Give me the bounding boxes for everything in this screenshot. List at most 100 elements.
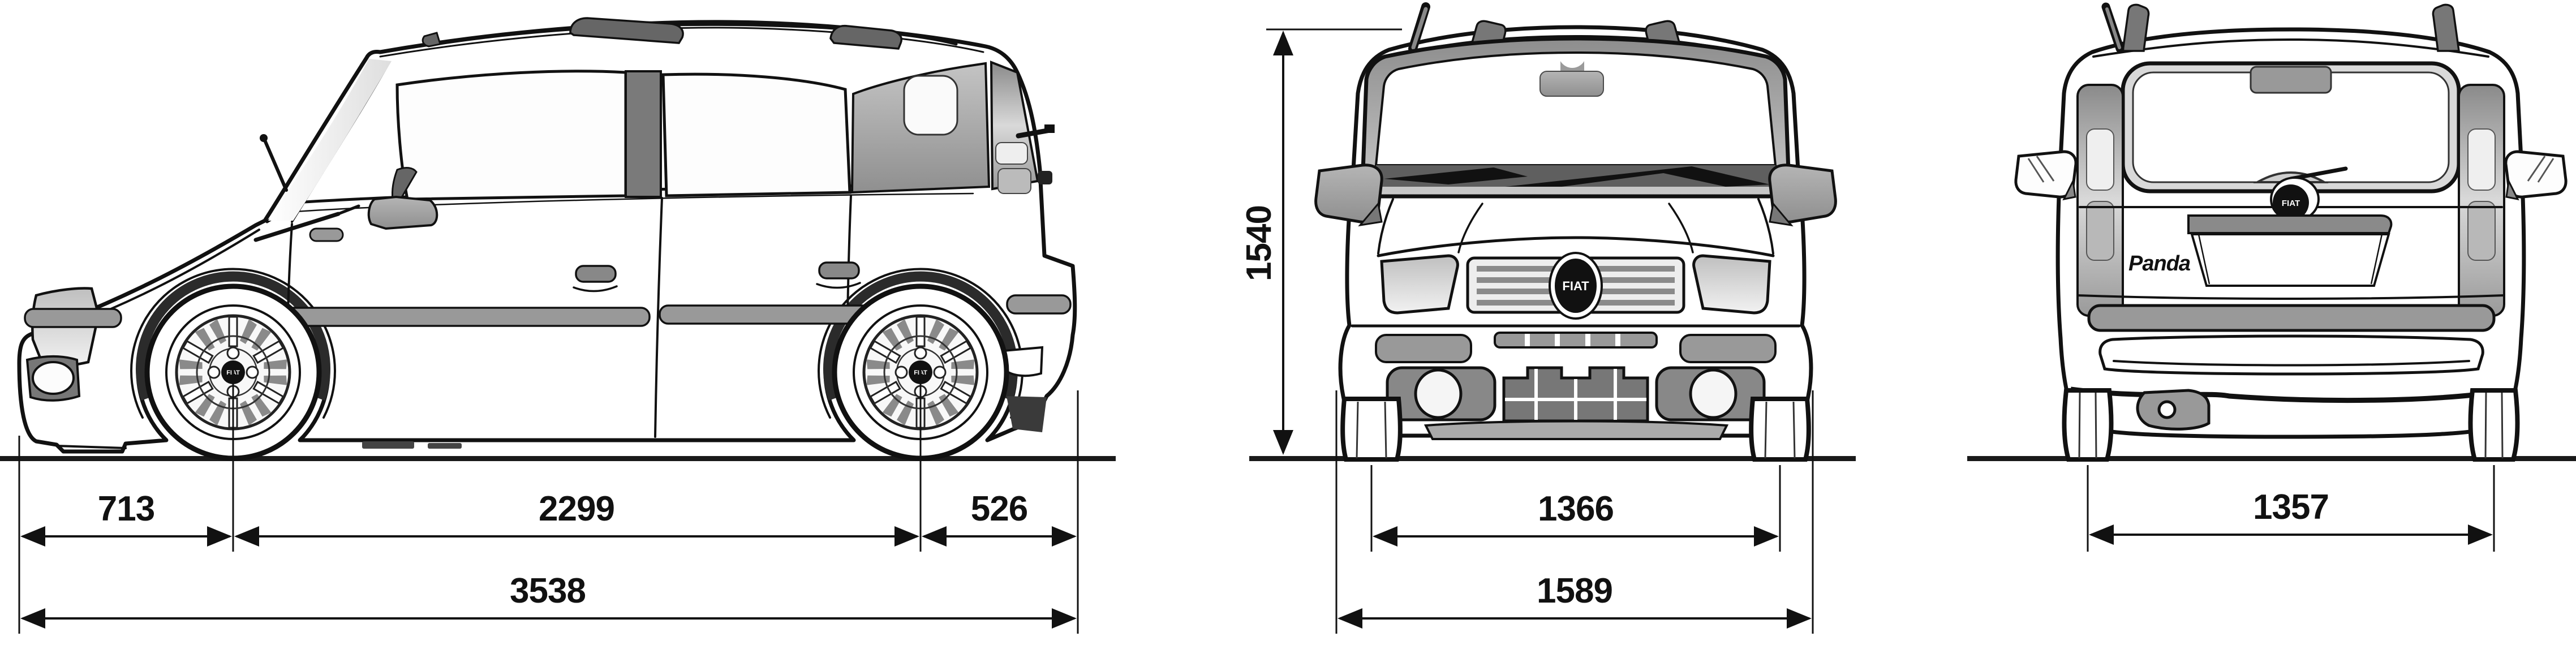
tailgate-fiat-text: FIAT bbox=[2282, 199, 2300, 208]
fog-light-side bbox=[32, 361, 75, 395]
wiper-side bbox=[253, 212, 341, 242]
dim-overall-height: 1540 bbox=[1240, 28, 1402, 455]
dim-overall-width: 1589 bbox=[1338, 571, 1812, 629]
svg-text:713: 713 bbox=[98, 489, 154, 528]
mirror-arm-left-rear bbox=[2062, 178, 2076, 201]
antenna-tip bbox=[260, 134, 268, 142]
wiper-right-front bbox=[1505, 166, 1770, 187]
mirror-arm-left bbox=[1358, 201, 1383, 227]
rear-left-tire bbox=[2065, 390, 2111, 459]
ground-line-side bbox=[0, 456, 1116, 461]
taillight-upper-lens bbox=[995, 142, 1028, 165]
b-pillar bbox=[625, 70, 662, 198]
front-door-handle bbox=[575, 265, 617, 283]
svg-text:1357: 1357 bbox=[2253, 488, 2329, 527]
fiat-tailgate-badge-icon bbox=[2273, 184, 2309, 221]
rear-door-handle bbox=[818, 261, 860, 280]
taillight-right-upper bbox=[2467, 128, 2496, 191]
front-arch-crease bbox=[130, 268, 336, 419]
rear-view: FIAT Panda bbox=[2014, 2, 2568, 459]
mirror-glass-hatch-left bbox=[2027, 156, 2055, 183]
rear-valance bbox=[2098, 334, 2484, 376]
front-skid-strip bbox=[1424, 420, 1729, 440]
rear-mudflap bbox=[1007, 396, 1047, 432]
quarter-window bbox=[903, 75, 958, 136]
front-view: FIAT bbox=[1314, 2, 1837, 459]
taillight-lower-lens bbox=[997, 168, 1031, 194]
tailgate-handle-side bbox=[1038, 171, 1052, 184]
roof-rail-end-left-rear bbox=[2121, 3, 2150, 52]
rear-bumper-molding-side bbox=[1006, 294, 1072, 315]
antenna-side bbox=[263, 139, 288, 192]
tailgate-bottom-line bbox=[2076, 294, 2505, 300]
rear-right-tire bbox=[2471, 390, 2518, 459]
rear-door-window bbox=[661, 72, 852, 197]
tow-hook-eye bbox=[2157, 400, 2177, 419]
sill-trim-1 bbox=[362, 441, 414, 449]
rear-wheel-arch-shadow bbox=[823, 271, 1018, 401]
bumper-slot-dividers bbox=[1525, 334, 1620, 346]
headlight-right bbox=[1692, 254, 1771, 315]
roof-rail-end-right-rear bbox=[2432, 3, 2461, 52]
side-molding-front bbox=[266, 307, 651, 327]
antenna-rear-highlight bbox=[2105, 7, 2121, 49]
door-mirror-side bbox=[367, 195, 438, 230]
windshield-glass bbox=[1374, 51, 1777, 166]
headlight-left bbox=[1380, 254, 1459, 315]
fog-light-right bbox=[1689, 368, 1738, 419]
lower-grille-dividers bbox=[1505, 369, 1646, 420]
roof-rails bbox=[422, 17, 958, 50]
rear-wiper-pivot bbox=[1044, 124, 1055, 133]
roof-rail-front-foot bbox=[569, 17, 684, 44]
mirror-glass-hatch-right bbox=[2527, 156, 2555, 183]
bumper-insert-right bbox=[1679, 334, 1777, 363]
license-plate-slants bbox=[2197, 234, 2383, 285]
taillight-right-lower bbox=[2467, 201, 2496, 261]
mirror-arm-right-rear bbox=[2505, 178, 2519, 201]
third-brake-light bbox=[2250, 66, 2332, 94]
grille-fiat-text: FIAT bbox=[1562, 279, 1589, 293]
wiper-left-front bbox=[1384, 167, 1528, 184]
bumper-insert-left bbox=[1375, 334, 1472, 363]
svg-text:1366: 1366 bbox=[1538, 489, 1614, 528]
side-view bbox=[17, 17, 1077, 458]
side-molding-rear bbox=[659, 304, 876, 325]
rear-roof-line bbox=[2092, 38, 2489, 58]
front-wheel-arch-shadow bbox=[136, 271, 330, 401]
taillight-strip-right bbox=[2458, 84, 2505, 317]
dim-front-overhang: 713 bbox=[20, 489, 232, 547]
panda-model-badge: Panda bbox=[2128, 252, 2191, 276]
dim-front-track: 1366 bbox=[1373, 489, 1779, 547]
mirror-arm-right bbox=[1769, 201, 1794, 227]
fog-light-left bbox=[1414, 368, 1463, 419]
front-bumper-molding bbox=[24, 308, 122, 328]
dimension-annotations: 713 2299 526 3538 1540 bbox=[18, 28, 2495, 634]
front-right-tire bbox=[1751, 399, 1809, 459]
dim-rear-overhang: 526 bbox=[922, 489, 1077, 547]
ground-lines bbox=[0, 456, 2576, 461]
svg-text:3538: 3538 bbox=[510, 571, 586, 610]
svg-text:1589: 1589 bbox=[1537, 571, 1612, 610]
dim-overall-length: 3538 bbox=[20, 571, 1077, 629]
svg-text:2299: 2299 bbox=[539, 489, 614, 528]
license-plate-area bbox=[2190, 233, 2390, 287]
door-mirror-right-rear bbox=[2504, 150, 2568, 199]
svg-text:526: 526 bbox=[971, 489, 1027, 528]
antenna-front-highlight bbox=[1411, 7, 1428, 50]
taillight-left-lower bbox=[2086, 201, 2114, 261]
roof-rail-rear-foot bbox=[829, 24, 902, 50]
ground-line-front bbox=[1249, 456, 1856, 461]
hood-creases bbox=[1377, 198, 1775, 257]
ground-line-rear bbox=[1967, 456, 2576, 461]
windshield-side-glass bbox=[268, 59, 392, 221]
mirror-mount bbox=[1560, 61, 1584, 74]
bumper-slot-strip bbox=[1494, 332, 1658, 349]
svg-text:1540: 1540 bbox=[1240, 205, 1279, 281]
sill-trim-2 bbox=[428, 443, 462, 449]
front-left-tire bbox=[1343, 399, 1400, 459]
rear-bumper-molding bbox=[2087, 304, 2496, 332]
rear-bumper-notch bbox=[1003, 346, 1044, 377]
door-mirror-left-rear bbox=[2014, 150, 2078, 199]
license-recess-bar bbox=[2187, 214, 2393, 234]
